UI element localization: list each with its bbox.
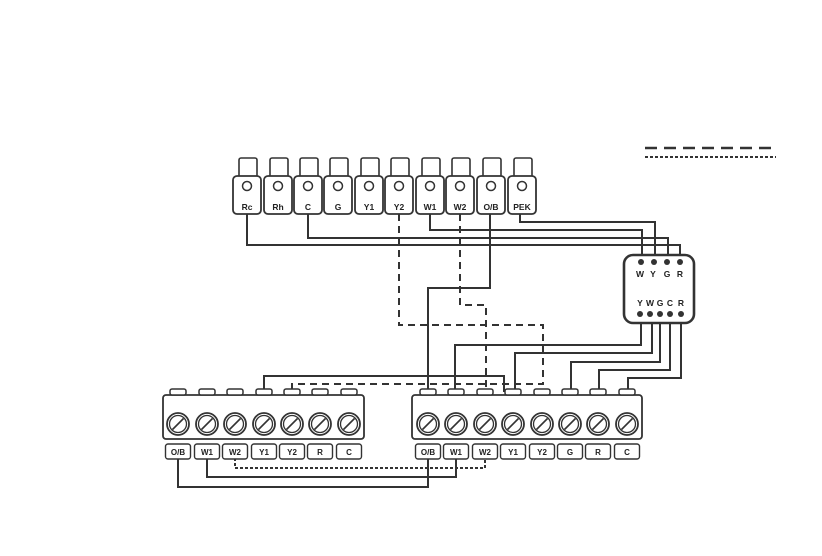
thermostat-terminal-label: G: [335, 202, 342, 212]
wire: [515, 314, 652, 392]
pek-module: W Y G R Y W G C R: [624, 255, 694, 323]
board-terminal-label: Y1: [259, 448, 269, 457]
thermostat-terminal-label: PEK: [513, 202, 531, 212]
pek-terminal-dot: [657, 311, 663, 317]
thermostat-terminal: W2: [446, 158, 474, 214]
pek-top-label: R: [677, 269, 683, 279]
pek-bottom-label: C: [667, 298, 673, 308]
board-terminal-label: Y2: [537, 448, 547, 457]
control-board-right: O/B W1 W2 Y1: [412, 389, 642, 459]
thermostat-terminal: Y2: [385, 158, 413, 214]
thermostat-terminal-label: Rc: [242, 202, 253, 212]
control-board-left: O/B W1 W2 Y1: [163, 389, 364, 459]
thermostat-terminal: C: [294, 158, 322, 214]
board-terminal-label: O/B: [171, 448, 185, 457]
wire-dashed: [460, 214, 486, 392]
board-terminal-label: R: [595, 448, 601, 457]
board-terminal-label: O/B: [421, 448, 435, 457]
pek-terminal-dot: [678, 311, 684, 317]
pek-top-label: W: [636, 269, 645, 279]
pek-terminal-dot: [637, 311, 643, 317]
thermostat-terminal: Rc: [233, 158, 261, 214]
board-terminal-label: C: [346, 448, 352, 457]
thermostat-terminal-label: Y1: [364, 202, 375, 212]
pek-terminal-dot: [651, 259, 657, 265]
pek-terminal-dot: [677, 259, 683, 265]
board-terminal-label: C: [624, 448, 630, 457]
pek-bottom-label: Y: [637, 298, 643, 308]
thermostat-terminal: W1: [416, 158, 444, 214]
thermostat-terminal: Rh: [264, 158, 292, 214]
board-terminal-label: Y1: [508, 448, 518, 457]
board-terminal-label: W1: [450, 448, 463, 457]
thermostat-terminal-label: W1: [424, 202, 437, 212]
board-terminal-label: W2: [479, 448, 492, 457]
wire: [178, 458, 428, 487]
thermostat-terminal: PEK: [508, 158, 536, 214]
board-terminal-label: W1: [201, 448, 214, 457]
thermostat-terminal: Y1: [355, 158, 383, 214]
thermostat-terminal-label: Y2: [394, 202, 405, 212]
wires-thermostat-to-pek: [247, 214, 680, 262]
legend: [645, 148, 776, 157]
wire-dashed: [292, 214, 543, 392]
pek-terminal-dot: [647, 311, 653, 317]
thermostat-terminal: O/B: [477, 158, 505, 214]
thermostat-terminal-label: Rh: [272, 202, 283, 212]
pek-bottom-label: G: [657, 298, 664, 308]
thermostat-terminal-label: W2: [454, 202, 467, 212]
board-terminal-label: R: [317, 448, 323, 457]
thermostat-terminal-label: C: [305, 202, 311, 212]
board-terminal-label: Y2: [287, 448, 297, 457]
pek-terminal-dot: [664, 259, 670, 265]
thermostat-terminal: G: [324, 158, 352, 214]
wires-between-boards: [178, 458, 485, 487]
board-terminal-label: W2: [229, 448, 242, 457]
pek-terminal-dot: [667, 311, 673, 317]
pek-terminal-dot: [638, 259, 644, 265]
wires-thermostat-to-boards: [292, 214, 543, 392]
pek-bottom-label: W: [646, 298, 655, 308]
thermostat-terminal-block: Rc Rh C G Y1 Y2: [233, 158, 536, 214]
thermostat-terminal-label: O/B: [483, 202, 498, 212]
pek-top-label: G: [664, 269, 671, 279]
pek-bottom-label: R: [678, 298, 684, 308]
pek-top-label: Y: [650, 269, 656, 279]
board-terminal-label: G: [567, 448, 573, 457]
